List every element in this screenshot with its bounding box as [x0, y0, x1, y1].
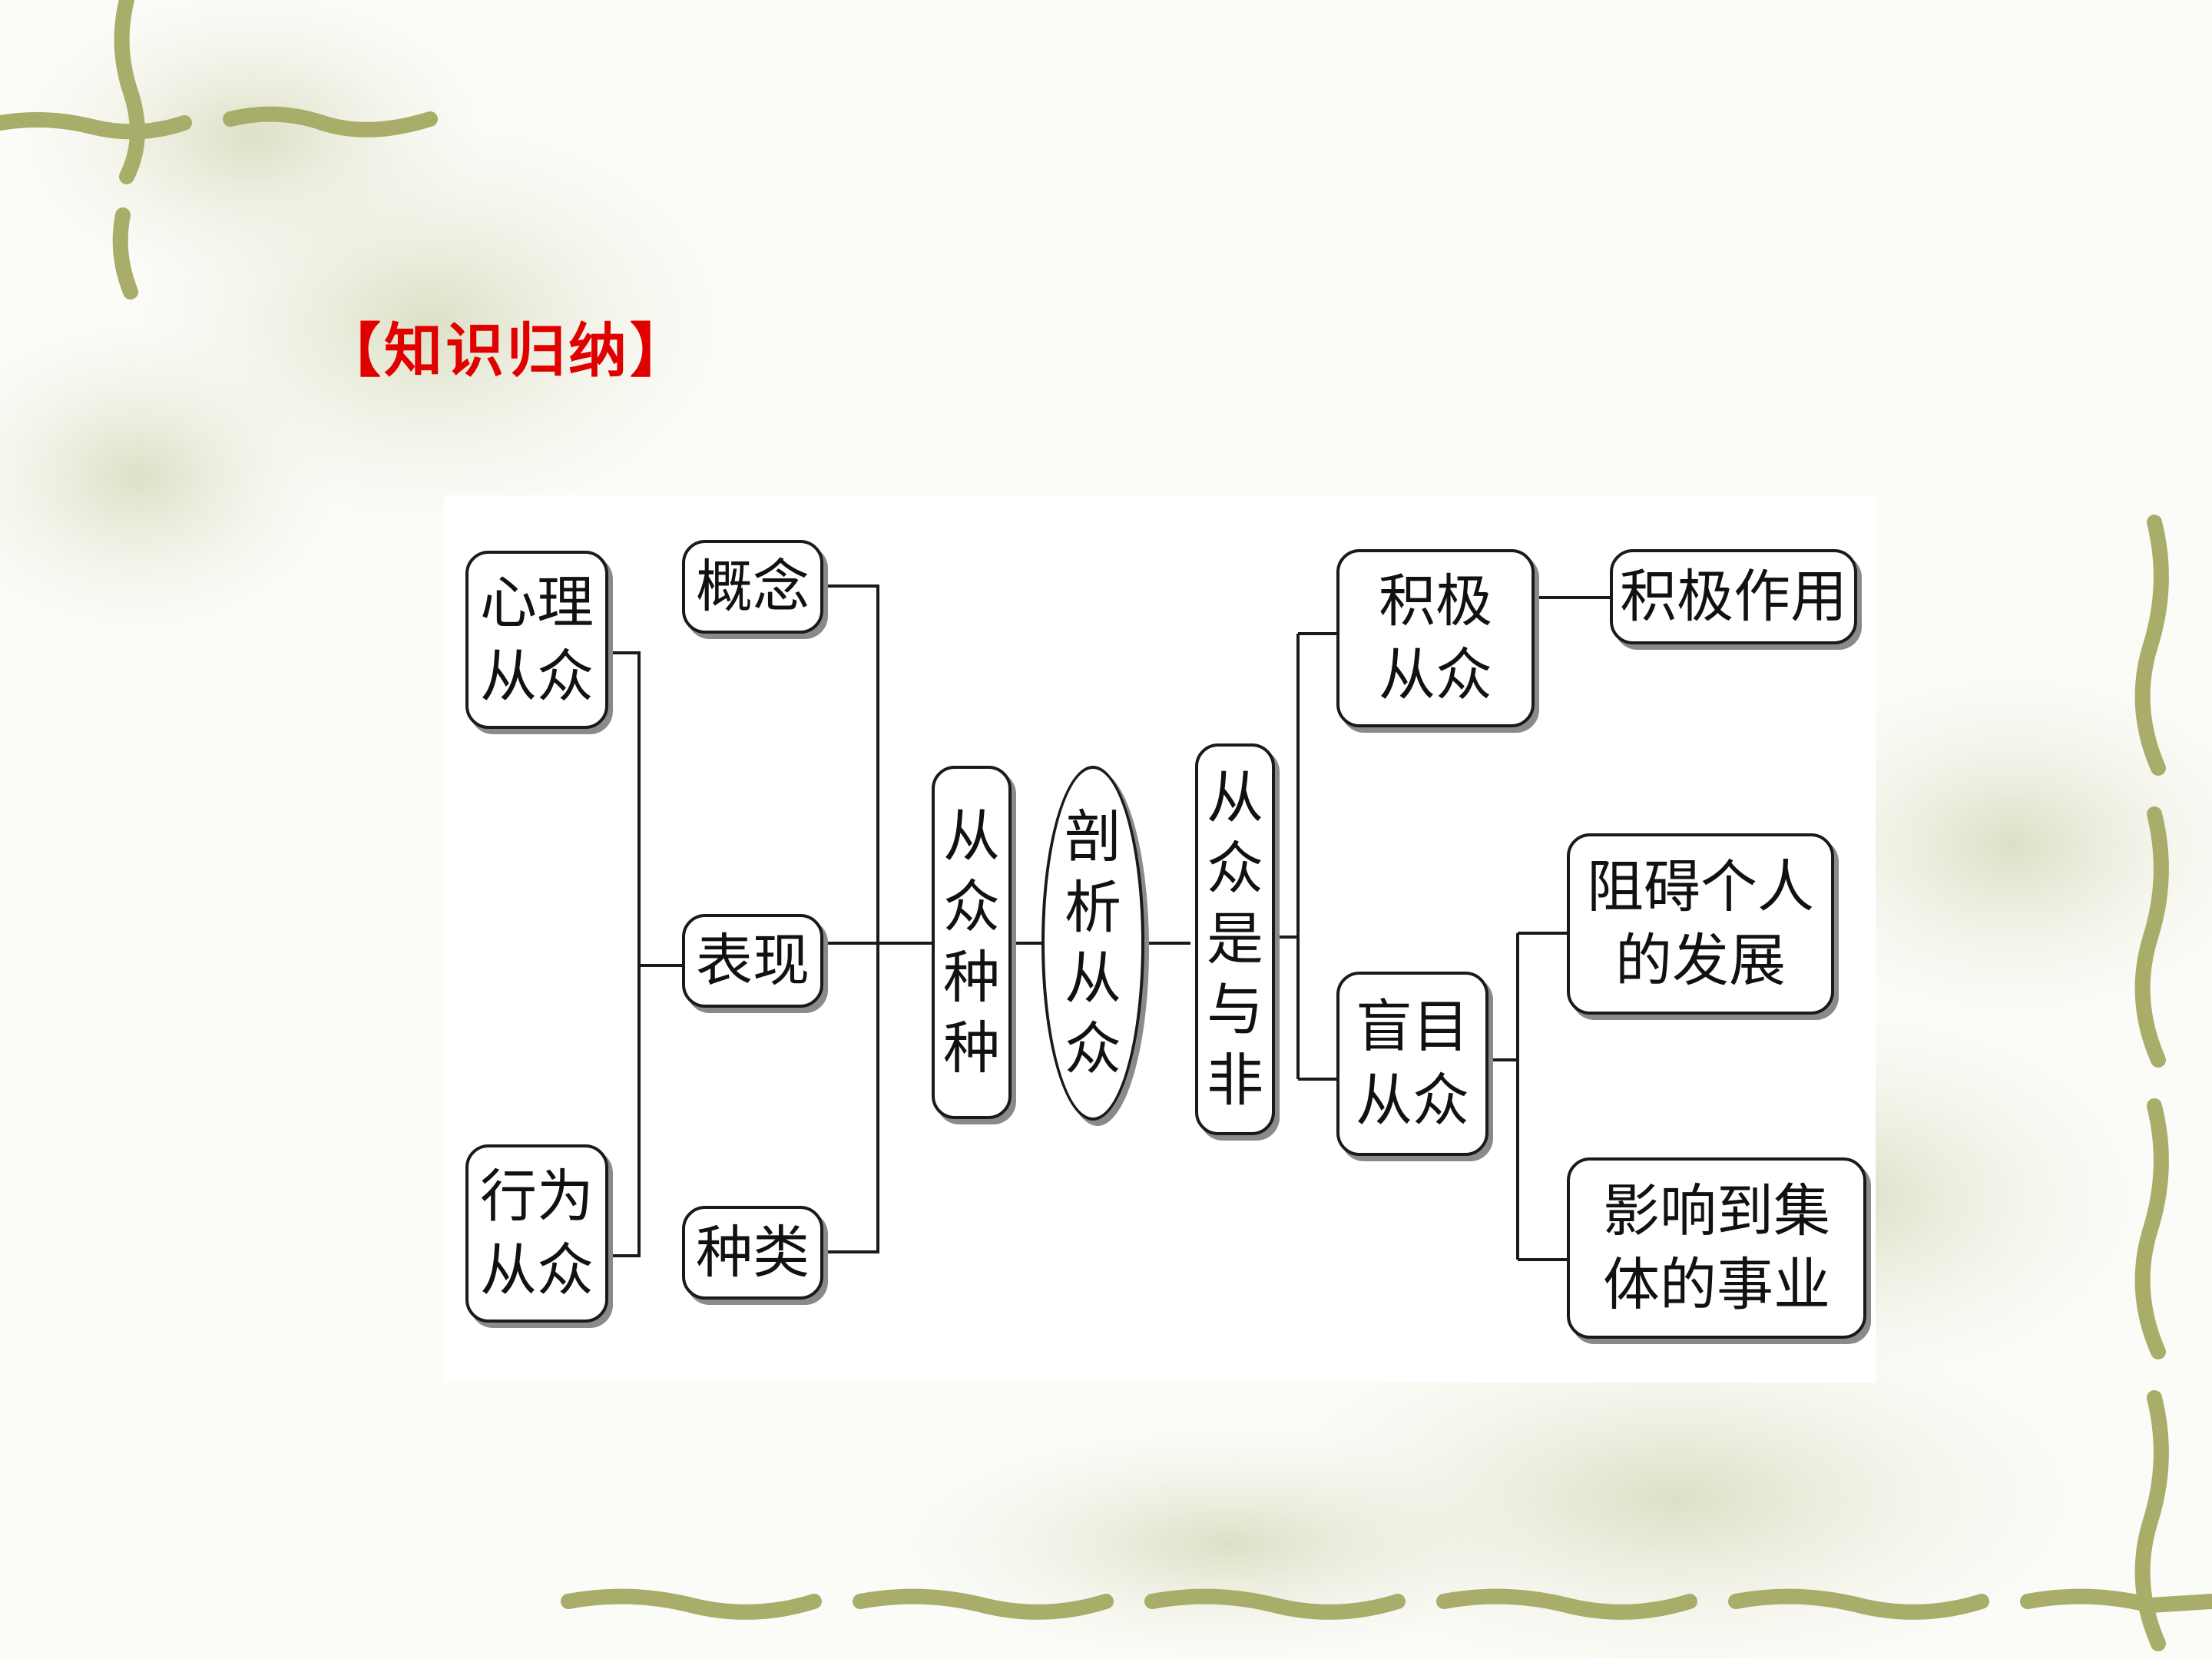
node-mangmu-congzhong: 盲目从众	[1336, 972, 1488, 1156]
slide-title: 【知识归纳】	[323, 316, 691, 385]
node-congzhong-shiyufei: 从众是与非	[1195, 743, 1275, 1135]
node-zhonglei: 种类	[682, 1206, 823, 1300]
node-gainian: 概念	[682, 540, 823, 634]
node-xingwei-congzhong: 行为从众	[465, 1144, 608, 1323]
node-jiji-congzhong: 积极从众	[1336, 549, 1535, 727]
node-jiji-zuoyong: 积极作用	[1610, 549, 1857, 644]
node-pouxi-congzhong: 剖析从众	[1041, 766, 1144, 1121]
node-zuai-fazhan: 阻碍个人的发展	[1567, 833, 1834, 1015]
connector-right-bracket	[1275, 632, 1336, 1081]
connector-mangmu	[1487, 932, 1567, 1261]
connector-left-bracket	[594, 651, 682, 1257]
node-xinli-congzhong: 心理从众	[465, 551, 608, 729]
node-biaoxian: 表现	[682, 914, 823, 1008]
concept-map-connectors	[594, 584, 1610, 1261]
node-yingxiang-shiye: 影响到集体的事业	[1567, 1157, 1866, 1339]
node-congzhong-zhongzhong: 从众种种	[932, 766, 1012, 1119]
concept-map-panel: 心理从众 行为从众 概念 表现 种类 从众种种 剖析从众 从众是与非 积极从众 …	[444, 495, 1876, 1382]
connector-mid-bracket	[820, 584, 932, 1253]
